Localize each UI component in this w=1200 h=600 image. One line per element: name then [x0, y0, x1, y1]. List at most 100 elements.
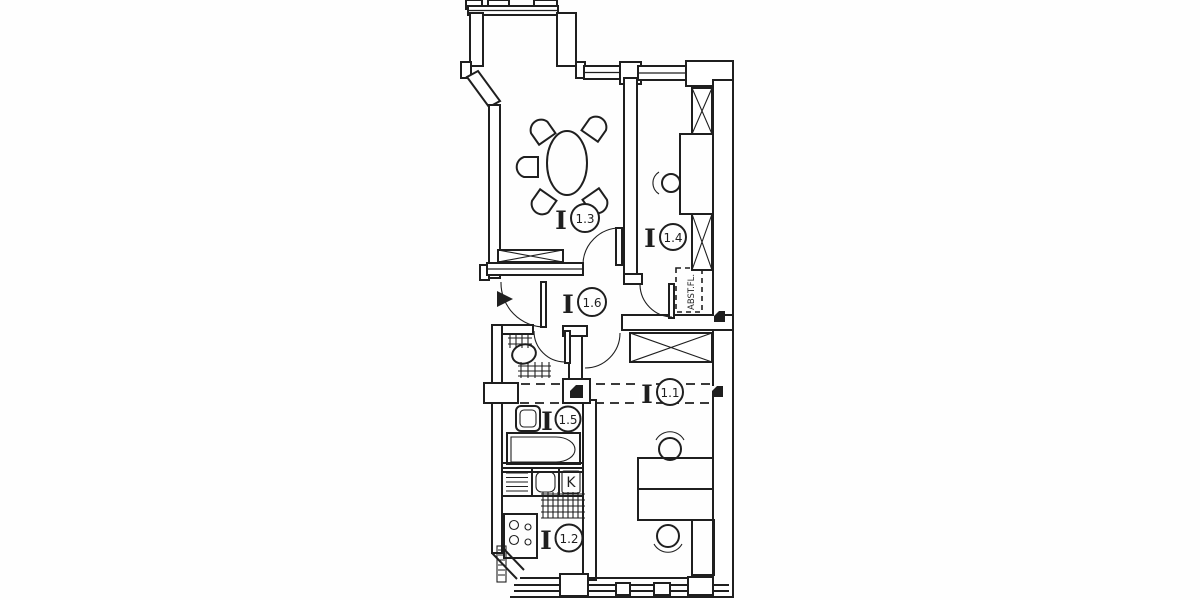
room-prefix: I	[641, 380, 653, 409]
room-labels: I 1.3 I 1.4 I 1.6 I 1.1 I 1.5 I 1.2	[540, 203, 697, 555]
column-marker-icon	[712, 386, 723, 397]
door-swing-arc	[639, 284, 673, 318]
room-label-1-6: I 1.6	[562, 287, 607, 319]
radiator-dining	[497, 249, 564, 263]
junction-wall	[621, 314, 734, 331]
door-swing-arc	[584, 332, 621, 369]
storage-label: ABST.FL.	[687, 274, 697, 310]
sink-bowl	[535, 471, 556, 493]
wc-wall	[501, 324, 534, 335]
chair	[530, 187, 558, 216]
room-prefix: I	[541, 407, 553, 436]
room-number: 1.4	[663, 231, 682, 245]
burner-icon	[524, 538, 532, 546]
counter-dividers	[531, 468, 560, 496]
burner-icon	[524, 523, 532, 531]
storage-niche-outline	[675, 267, 703, 313]
room-number: 1.2	[559, 532, 578, 546]
toilet	[511, 343, 537, 365]
room-number: 1.6	[582, 296, 601, 310]
room-label-1-3: I 1.3	[555, 203, 600, 235]
column-markers	[562, 311, 725, 404]
chamfered-wall	[465, 69, 502, 109]
column-block	[562, 378, 591, 404]
outer-wall-left-lower	[491, 324, 503, 554]
dining-table	[546, 130, 588, 196]
room-number-circle	[570, 203, 600, 233]
chair	[656, 524, 680, 548]
label-backing	[639, 381, 656, 404]
doors	[497, 227, 675, 369]
tile-hatch	[541, 492, 585, 519]
bathtub	[506, 432, 581, 465]
entrance-door-leaf	[540, 281, 547, 328]
appliance-box	[561, 470, 581, 494]
wall-segment	[469, 12, 484, 67]
room-number-circle	[659, 223, 687, 251]
stove	[503, 513, 538, 559]
dining-furniture	[515, 115, 609, 216]
wc-fixtures	[508, 334, 551, 378]
desk-chair	[661, 173, 681, 193]
chair	[515, 156, 539, 178]
room-label-1-4: I 1.4	[644, 223, 687, 253]
chair	[658, 437, 682, 461]
wall-pilaster	[559, 573, 589, 597]
room-number: 1.3	[575, 212, 594, 226]
wall-pilaster	[653, 582, 671, 596]
marker-triangle	[712, 386, 717, 391]
wall-pilaster	[615, 582, 631, 596]
marker-triangle	[570, 385, 576, 391]
room-label-1-2: I 1.2	[540, 523, 584, 555]
wall-block	[483, 382, 519, 404]
wall-segment	[556, 12, 577, 67]
burner-icon	[508, 534, 520, 546]
tile-hatch	[508, 334, 551, 378]
kitchen-east-wall	[582, 399, 597, 581]
wardrobe-study-mid	[691, 213, 713, 271]
bathtub-basin	[510, 436, 576, 463]
walls	[460, 0, 734, 598]
entrance-door-arc	[500, 281, 546, 328]
room-number-circle	[554, 523, 584, 553]
room-prefix: I	[540, 526, 552, 555]
room-number-circle	[577, 287, 607, 317]
room-number: 1.1	[660, 386, 679, 400]
wall-pilaster	[687, 576, 714, 596]
bathroom-fixtures	[506, 405, 581, 465]
cabinet	[691, 519, 715, 576]
washbasin-bowl	[519, 409, 537, 428]
chair	[580, 115, 608, 144]
wall-tick-strip	[496, 545, 507, 583]
appliance-label: K	[566, 475, 576, 491]
column-marker-icon	[570, 385, 583, 398]
burner-icon	[508, 519, 520, 531]
drainer-icon	[506, 472, 528, 492]
desk-chair-arc	[652, 171, 660, 195]
room-label-1-5: I 1.5	[541, 405, 582, 436]
chair-arc	[653, 543, 683, 553]
study-furniture	[652, 133, 714, 215]
room-number: 1.5	[558, 413, 577, 427]
door-swing-arc	[582, 227, 621, 266]
marker-triangle	[714, 311, 719, 316]
room-number-circle	[554, 405, 582, 433]
wc-door-arc	[533, 330, 566, 363]
radiators	[497, 87, 713, 363]
entrance-arrow-icon	[497, 291, 513, 307]
chair-arc	[655, 431, 685, 441]
room-label-1-1: I 1.1	[639, 378, 684, 409]
room-prefix: I	[555, 206, 567, 235]
chair	[529, 118, 557, 147]
room-number-circle	[656, 378, 684, 406]
column-marker-icon	[714, 311, 725, 322]
wardrobe-living	[629, 332, 713, 363]
divider-wall	[623, 77, 638, 277]
wall-pilaster	[460, 61, 472, 79]
kitchen-fixtures: K	[496, 467, 585, 583]
wall-segment	[623, 273, 643, 285]
living-furniture	[637, 431, 715, 576]
room-prefix: I	[562, 290, 574, 319]
